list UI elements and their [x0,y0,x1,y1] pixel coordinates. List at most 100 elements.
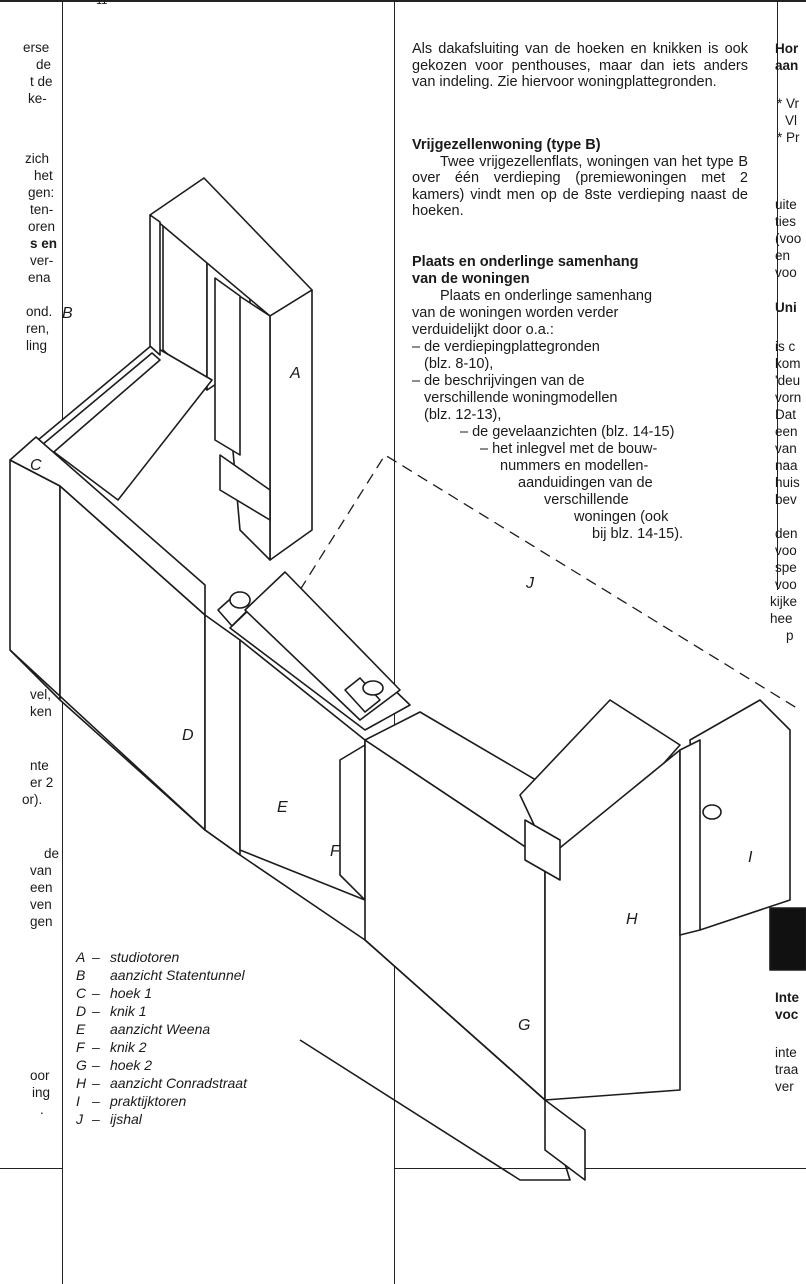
frag: huis [775,475,800,490]
frag: inte [775,1045,797,1060]
frag: bev [775,492,797,507]
knik2-round [363,681,383,695]
diagram-label-a: A [289,365,301,382]
plaats-item-4a: – het inlegvel met de bouw- [480,441,658,457]
plaats-body-3: verduidelijkt door o.a.: [412,322,554,338]
frag: ver- [30,253,54,268]
legend-dash: – [92,1039,100,1055]
plaats-item-2c: (blz. 12-13), [424,407,502,423]
frag: uite [775,197,797,212]
statentunnel-roof [38,345,212,500]
bottom-rule-center [395,1168,806,1169]
hoek1-front [60,486,205,830]
frag: hal- [28,594,53,609]
frag: ling [26,338,48,353]
weena-front [240,640,365,900]
knik1-face [205,615,240,855]
top-rule [0,0,806,2]
frag: het [34,611,53,626]
frag: Vl [785,113,798,128]
knik1-cap [218,592,250,626]
frag: Inte [775,990,800,1005]
frag: 'deu [775,373,801,388]
frag: vorn [775,390,802,405]
studiotoren-left [163,214,207,390]
knik2-face [340,745,365,900]
frag: een [775,424,798,439]
frag: . [40,1102,44,1117]
legend-row: C–hoek 1 [76,984,247,1002]
legend-desc: ijshal [110,1111,142,1127]
legend-desc: hoek 1 [110,985,153,1001]
frag: t de [30,74,53,89]
frag: en [775,248,791,263]
conradstraat-strip [520,700,680,880]
legend-desc: hoek 2 [110,1057,153,1073]
frag: de [44,846,60,861]
studiotoren-frame-top [150,178,312,316]
frag: vel, [30,687,52,702]
frag: ven [30,897,52,912]
legend-desc: aanzicht Weena [110,1021,211,1037]
frag: van [30,863,52,878]
legend-desc: knik 1 [110,1003,147,1019]
legend-row: H–aanzicht Conradstraat [76,1074,247,1092]
frag: or). [22,792,43,807]
studiotoren-main-side [218,282,270,560]
weena-strip [245,572,400,720]
diagram-label-j: J [525,575,535,592]
legend-key: E [76,1021,86,1037]
frag: s en [30,236,58,251]
center-column-rule [394,0,395,1284]
conradstraat-roof [365,712,570,860]
frag: van [775,441,797,456]
frag: de [36,57,52,72]
diagram-label-b: B [62,305,73,322]
frag: ties [775,214,797,229]
frag: oren [28,219,56,234]
frag: * Pr [777,130,800,145]
dark-block [770,908,806,970]
plaats-item-4d: verschillende [544,492,629,508]
plaats-item-4f: bij blz. 14-15). [592,526,684,542]
legend-dash: – [92,1057,100,1073]
hoek1-roof [10,437,205,615]
studiotoren-right [207,226,250,390]
legend-row: F–knik 2 [76,1038,247,1056]
legend-dash: – [92,985,100,1001]
frag: gen: [28,185,55,200]
frag: oor [30,1068,50,1083]
plaats-body-1: Plaats en onderlinge samenhang [440,288,653,304]
legend-key: H [76,1075,87,1091]
diagram-label-f: F [330,843,341,860]
section-vrijgezellenwoning: Vrijgezellenwoning (type B) Twee vrijgez… [412,137,748,220]
bottom-rule-left [0,1168,62,1169]
frag: ing [32,1085,51,1100]
legend-row: J–ijshal [76,1110,247,1128]
frag: spe [775,560,797,575]
page-number: 11 [96,0,108,7]
studiotoren-base [220,455,270,520]
legend-dash [92,966,110,984]
frag: ond. [26,304,53,319]
frag: naa [775,458,798,473]
plaats-heading-2: van de woningen [412,271,530,287]
frag: den [775,526,798,541]
frag: er 2 [30,775,54,790]
conradstraat-bar [525,820,560,880]
legend-row: D–knik 1 [76,1002,247,1020]
frag: zich [25,151,50,166]
frag: gen [30,914,53,929]
legend-key: J [76,1111,83,1127]
conradstraat-front [545,750,680,1100]
frag: een [30,880,53,895]
legend-desc: studiotoren [110,949,180,965]
frag: ten- [30,202,54,217]
weena-roof [230,580,410,730]
frag: * Vr [777,96,800,111]
frag: erse [23,40,50,55]
hoek1-face [10,460,60,700]
studiotoren-top [163,185,250,255]
praktijktoren-round [703,805,721,819]
legend-dash [92,1020,110,1038]
